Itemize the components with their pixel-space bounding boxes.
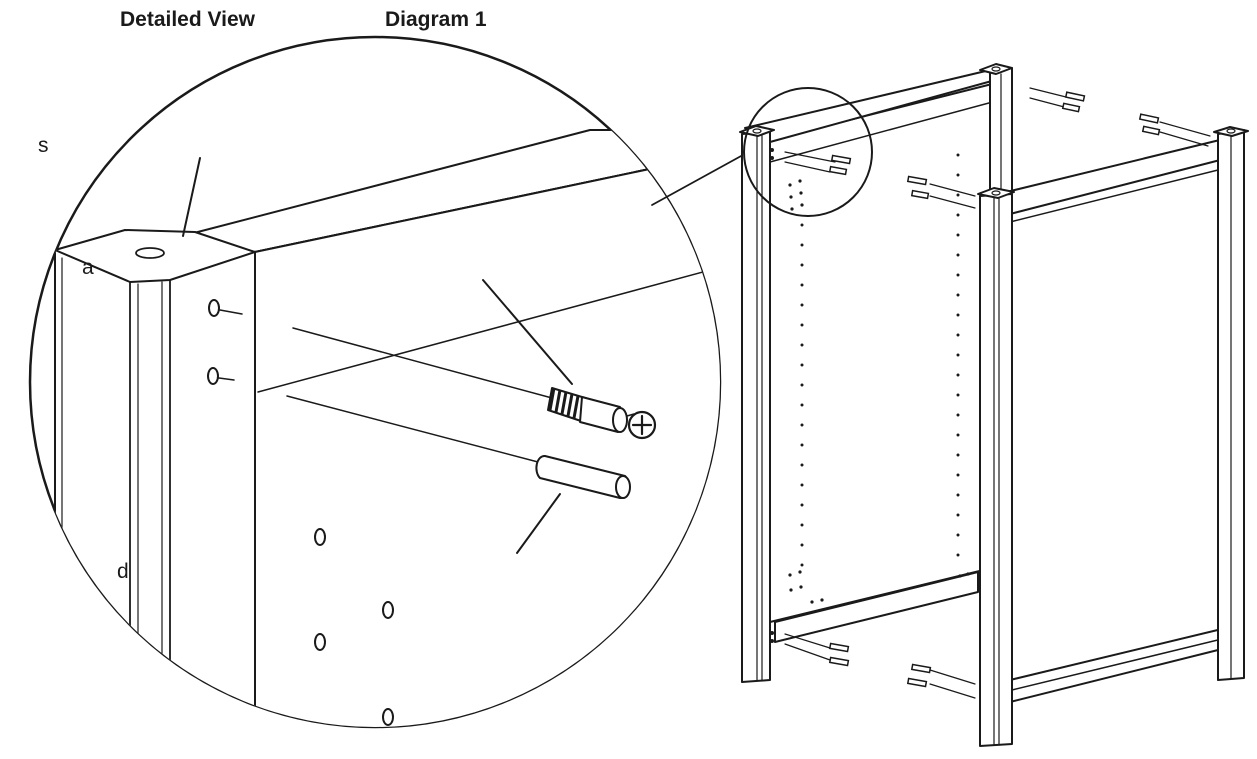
right-side-panel [989, 139, 1231, 701]
label-d: d [117, 560, 129, 583]
diagram-title: Diagram 1 [385, 8, 487, 31]
cabinet-frame [739, 63, 1249, 747]
panel-holes [314, 528, 394, 726]
corner-post-closeup [54, 229, 256, 727]
front-right-post [977, 187, 1015, 747]
back-panel [769, 81, 1001, 623]
label-s: s [38, 134, 49, 157]
front-left-post [739, 125, 775, 683]
detailed-view-title: Detailed View [120, 8, 256, 31]
dowel-icon [535, 454, 631, 500]
right-side-frame [989, 126, 1249, 703]
insertion-guides [286, 327, 553, 463]
hardware-fasteners [784, 87, 1211, 699]
zoom-area-circle [743, 87, 873, 217]
side-panel-closeup [254, 149, 720, 727]
lower-back-rail [774, 571, 979, 643]
post-holes [207, 299, 243, 385]
detailed-view-lens [28, 35, 722, 729]
leader-lines [182, 157, 573, 554]
zoom-connector [651, 149, 753, 206]
cam-bolt-icon [547, 387, 657, 440]
shelf-pin-holes [788, 153, 970, 604]
label-a: a [82, 256, 94, 279]
